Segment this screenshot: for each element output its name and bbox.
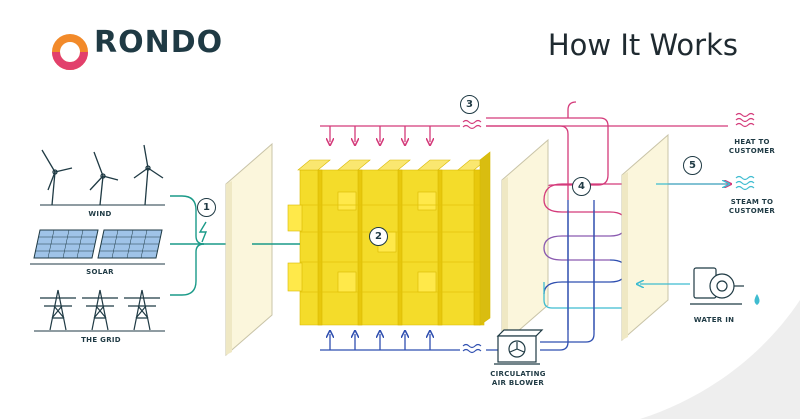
rondo-logo-icon	[52, 34, 88, 70]
page-title: How It Works	[547, 28, 738, 62]
water-drop-icon	[754, 294, 760, 305]
hot-air-flow	[320, 101, 728, 200]
lightning-icon	[198, 221, 208, 243]
steam-to-customer-label: STEAM TO CUSTOMER	[728, 198, 776, 215]
power-lines	[170, 195, 270, 296]
step-badge-5: 5	[683, 156, 702, 175]
thermal-storage-blocks	[287, 151, 491, 326]
grid-label: THE GRID	[81, 336, 121, 344]
insulation-panel-right	[621, 133, 669, 342]
step-badge-1: 1	[197, 198, 216, 217]
solar-label: SOLAR	[86, 268, 114, 276]
wind-label: WIND	[88, 210, 112, 218]
solar-panel-icon	[30, 229, 165, 265]
insulation-panel-left	[225, 142, 273, 357]
air-blower-icon	[494, 329, 544, 365]
brand-name: RONDO	[94, 24, 224, 60]
blower-waves-icon	[462, 343, 482, 354]
step-3-waves-icon	[462, 119, 482, 130]
heat-to-customer-label: HEAT TO CUSTOMER	[728, 138, 776, 155]
insulation-panel-middle	[501, 138, 549, 347]
heat-waves-icon	[735, 112, 755, 128]
wind-turbine-icon	[40, 144, 165, 206]
water-pump-icon	[690, 267, 744, 305]
power-tower-icon	[34, 289, 165, 332]
step-badge-4: 4	[572, 177, 591, 196]
air-blower-label: CIRCULATING AIR BLOWER	[490, 370, 546, 387]
brand-logo: RONDO	[50, 24, 223, 60]
steam-waves-icon	[735, 175, 755, 191]
step-badge-2: 2	[369, 227, 388, 246]
step-badge-3: 3	[460, 95, 479, 114]
water-in-label: WATER IN	[693, 316, 735, 324]
rondo-logo-spacer	[50, 24, 86, 60]
